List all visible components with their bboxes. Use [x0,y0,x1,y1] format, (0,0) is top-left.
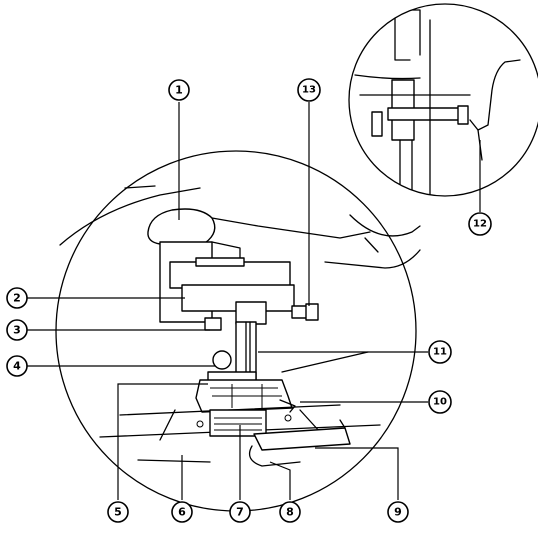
callout-5: 5 [107,501,129,523]
callout-9: 9 [387,501,409,523]
bobbin-cover [248,419,351,467]
callout-10: 10 [428,390,452,414]
callout-10-label: 10 [433,397,447,408]
callout-1-label: 1 [175,84,183,97]
callout-13: 13 [297,78,321,102]
callout-4: 4 [6,355,28,377]
callout-8-label: 8 [286,506,294,519]
callout-3: 3 [6,319,28,341]
callout-11-label: 11 [433,347,447,358]
machine-head [59,185,379,401]
callout-8: 8 [279,501,301,523]
callout-7-label: 7 [236,506,244,519]
callout-1: 1 [168,79,190,101]
needle-plate [99,404,381,441]
callout-3-label: 3 [13,324,21,337]
leader-lines [26,102,481,500]
callout-5-label: 5 [114,506,122,519]
callout-11: 11 [428,340,452,364]
callout-7: 7 [229,501,251,523]
callout-4-label: 4 [13,360,21,373]
callout-2: 2 [6,287,28,309]
callout-13-label: 13 [302,85,316,96]
callout-9-label: 9 [394,506,402,519]
callout-6-label: 6 [178,506,186,519]
presser-foot [195,379,296,413]
callout-2-label: 2 [13,292,21,305]
callout-12-label: 12 [473,219,487,230]
callout-12: 12 [468,212,492,236]
callout-6: 6 [171,501,193,523]
inset-detail-view [348,3,538,197]
